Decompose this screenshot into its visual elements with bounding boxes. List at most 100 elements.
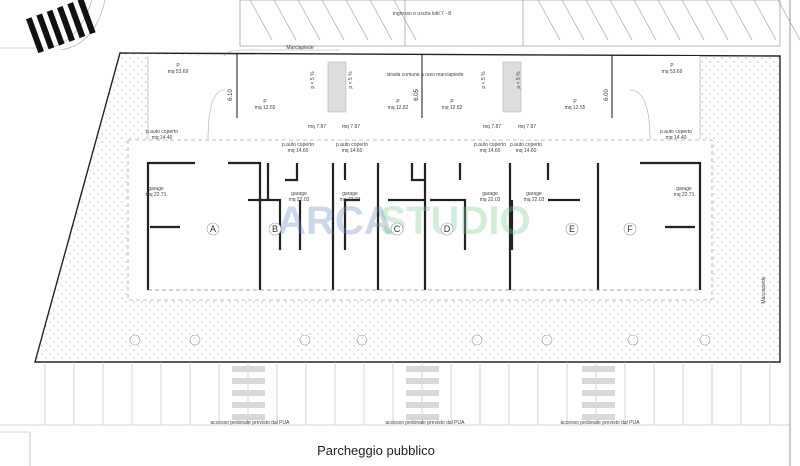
crosswalk-stripe [25,17,44,54]
crosswalk-stripe [406,414,439,420]
parking-label-area: mq 12.55 [255,105,276,111]
parking-stall-line [753,0,777,41]
parking-label-area: mq 53.69 [168,69,189,75]
slope-label: p < 5 % [310,71,316,89]
pedestrian-access-label: accesso pedonale previsto dal PUA [386,420,466,426]
building-footprint-outline [127,139,713,301]
garage-label: garage [148,186,164,192]
covered-parking-label: p.auto coperto [146,129,178,135]
parking-label: P [176,63,180,69]
crosswalk-stripe [77,0,96,35]
parking-stall-line [633,0,657,41]
garage-label-area: mq 22.03 [289,197,310,203]
parking-label-area: mq 12.82 [388,105,409,111]
building-walls [146,161,702,291]
garage-label-area: mq 22.71 [146,192,167,198]
covered-parking-label-area: mq 14.60 [516,148,537,154]
crosswalk-stripe [406,390,439,396]
covered-parking-label: p.auto coperto [510,142,542,148]
covered-parking-label: p.auto coperto [336,142,368,148]
garage-label: garage [526,191,542,197]
parking-label: P [450,99,454,105]
parking-stall-line [777,0,800,41]
unit-marker [623,222,637,236]
crosswalk-top-left [26,0,95,52]
covered-parking-label: p.auto coperto [660,129,692,135]
garage-label: garage [342,191,358,197]
crosswalk-stripe [406,378,439,384]
covered-parking-label-area: mq 14.40 [152,135,173,141]
crosswalk-stripe [57,5,75,42]
parking-area-label: mq 7.87 [483,124,501,130]
parking-stall-line [393,0,417,41]
pedestrian-access-label: accesso pedonale previsto dal PUA [561,420,641,426]
slope-label: p < 5 % [348,71,354,89]
dimension-label: 6.10 [228,89,234,101]
watermark-logo: STUDIO [379,199,530,243]
unit-label: B [272,224,278,234]
parking-stall-line [729,0,753,41]
garage-label: garage [676,186,692,192]
pedestrian-access-label: accesso pedonale previsto dal PUA [211,420,291,426]
parking-area-label: mq 7.87 [342,124,360,130]
tree-icon [627,334,639,346]
unit-label: A [210,224,216,234]
parking-stall-line [657,0,681,41]
covered-parking-label-area: mq 14.60 [288,148,309,154]
parking-stall-line [681,0,705,41]
public-parking-label: Parcheggio pubblico [317,443,435,458]
crosswalk-stripe [582,390,615,396]
covered-parking-label: p.auto coperto [282,142,314,148]
entrance-label: ingresso e uscita lotti 7 - 8 [393,11,451,17]
parking-area-label: mq 7.87 [308,124,326,130]
tree-icon [699,334,711,346]
tree-icon [356,334,368,346]
crosswalk-stripe [582,414,615,420]
parking-stall-line [297,0,321,41]
sidewalk-label: Marciapiede [286,45,313,51]
crosswalk-stripe [232,414,265,420]
parking-stall-line [705,0,729,41]
crosswalk-stripe [36,13,55,50]
crosswalk-stripe [67,2,86,39]
parking-label: P [573,99,577,105]
slope-label: p < 5 % [516,71,522,89]
unit-label: C [394,224,401,234]
unit-label: D [444,224,451,234]
covered-parking-label: p.auto coperto [474,142,506,148]
slope-label: p < 5 % [481,71,487,89]
crosswalk-stripe [232,390,265,396]
tree-icon [471,334,483,346]
crosswalk-stripe [582,402,615,408]
parking-stall-line [321,0,345,41]
covered-parking-label-area: mq 14.40 [666,135,687,141]
top-parking [239,0,781,47]
parking-stall-line [273,0,297,41]
dimension-label: 6.05 [414,89,420,101]
garage-label: garage [482,191,498,197]
crosswalk-stripe [232,366,265,372]
watermark-logo: ARCA [277,199,393,243]
unit-label: F [627,224,633,234]
tree-icon [299,334,311,346]
garage-label-area: mq 22.03 [480,197,501,203]
dimension-label: 6.00 [604,89,610,101]
shared-road-label: strada comune a raso marciapiede [387,72,464,78]
covered-parking-label-area: mq 14.60 [342,148,363,154]
crosswalk-stripe [406,402,439,408]
garage-label-area: mq 22.03 [340,197,361,203]
crosswalk-stripe [232,402,265,408]
crosswalk-stripe [46,9,65,46]
crosswalk-stripe [582,366,615,372]
unit-marker [390,222,404,236]
covered-parking-label-area: mq 14.60 [480,148,501,154]
crosswalk-stripe [406,366,439,372]
tree-icon [541,334,553,346]
parking-label: P [263,99,267,105]
parking-label-area: mq 12.82 [442,105,463,111]
tree-icon [129,334,141,346]
unit-marker [440,222,454,236]
parking-stall-line [345,0,369,41]
